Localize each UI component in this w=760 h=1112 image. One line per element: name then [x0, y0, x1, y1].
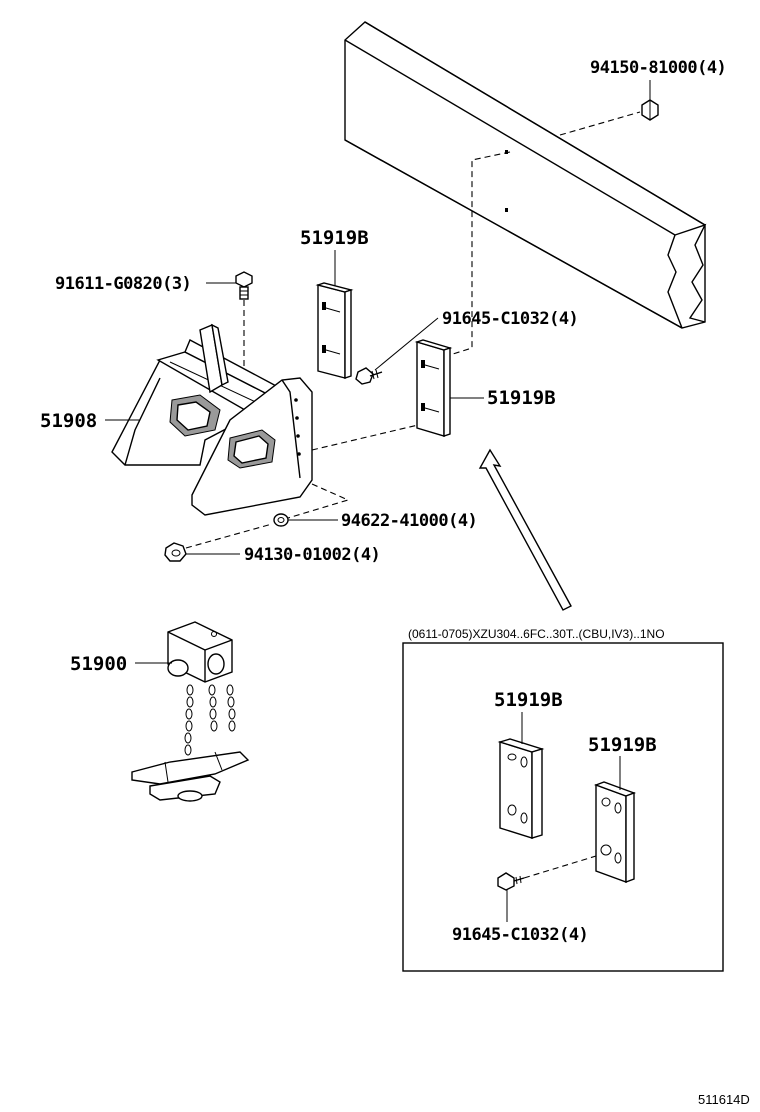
drawing-code: 511614D: [698, 1092, 750, 1107]
leader-washer-bracket: [287, 483, 350, 519]
label-94150-81000: 94150-81000(4): [590, 58, 726, 78]
leader-bracket-plate: [311, 424, 419, 451]
bolt-91611: [235, 271, 253, 300]
inset-bolt-91645: [497, 872, 525, 891]
label-51919b-inset-left: 51919B: [494, 689, 563, 711]
label-51919b-upper: 51919B: [300, 227, 369, 249]
inset-plate-51919b-left: [497, 738, 545, 839]
carrier-bracket-51908: [111, 323, 313, 516]
label-94622-41000: 94622-41000(4): [341, 511, 477, 531]
label-51900: 51900: [70, 653, 127, 675]
leader-rail-bolt: [559, 111, 641, 136]
spacer-plate-51919b-upper: [315, 282, 354, 379]
leader-inset-bolt-plate: [523, 855, 597, 879]
label-51908: 51908: [40, 410, 97, 432]
inset-box: [402, 642, 724, 972]
spacer-plate-51919b-middle: [414, 339, 453, 437]
inset-pointer-arrow: [478, 448, 572, 611]
washer-94622: [273, 513, 289, 527]
label-91645-c1032-upper: 91645-C1032(4): [442, 309, 578, 329]
leader-91645-upper: [374, 317, 439, 371]
label-91645-c1032-inset: 91645-C1032(4): [452, 925, 588, 945]
leader-nut-washer: [185, 523, 273, 549]
nut-94130: [164, 542, 187, 562]
label-51919b-inset-right: 51919B: [588, 734, 657, 756]
spare-tire-carrier-51900: [131, 621, 250, 802]
inset-applicability-note: (0611-0705)XZU304..6FC..30T..(CBU,IV3)..…: [408, 627, 665, 641]
frame-rail: [344, 21, 707, 329]
label-91611-g0820: 91611-G0820(3): [55, 274, 191, 294]
flange-nut-94150: [641, 99, 659, 121]
bolt-91645-upper: [355, 367, 383, 385]
inset-plate-51919b-right: [593, 781, 637, 884]
leader-rail-plate: [439, 151, 511, 359]
label-51919b-middle: 51919B: [487, 387, 556, 409]
label-94130-01002: 94130-01002(4): [244, 545, 380, 565]
